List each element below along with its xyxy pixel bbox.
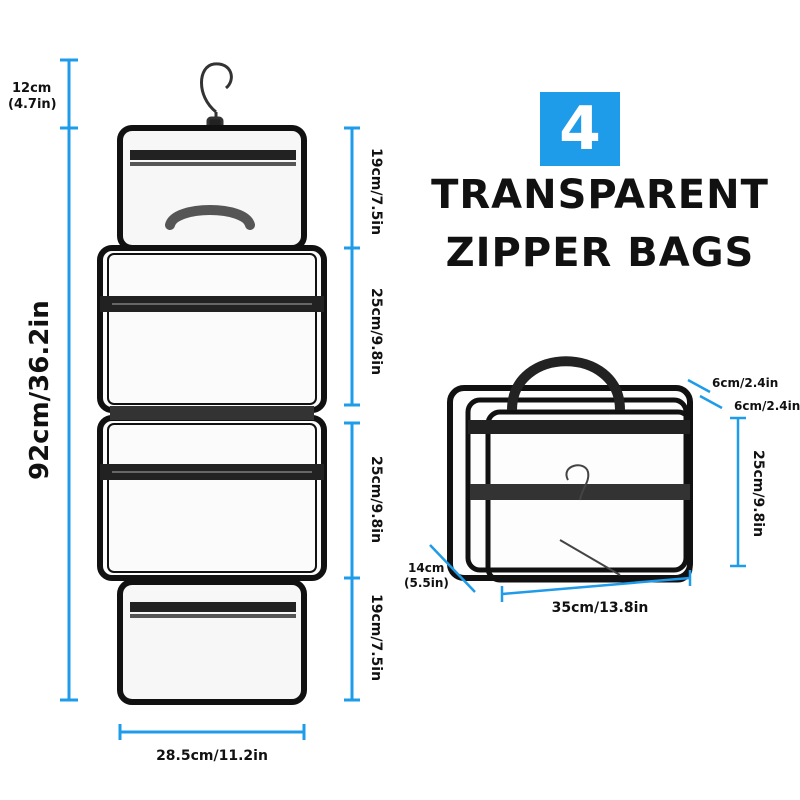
stacked-gap-2-label: 6cm/2.4in (734, 399, 800, 413)
stacked-width-label: 35cm/13.8in (552, 600, 649, 616)
headline-line-2: ZIPPER BAGS (445, 230, 755, 276)
width-label: 28.5cm/11.2in (156, 748, 268, 764)
pouch-divider (110, 406, 314, 420)
hook-height-inch-label: (4.7in) (8, 97, 57, 112)
count-badge: 4 (540, 92, 620, 166)
headline-line-1: TRANSPARENT (431, 172, 769, 218)
pouch-4-height-label: 19cm/7.5in (368, 594, 384, 681)
pouch-1-height-label: 19cm/7.5in (368, 148, 384, 235)
stacked-dimension-lines (429, 378, 746, 602)
pouch-2 (97, 245, 327, 413)
stacked-depth-label: 14cm (408, 561, 444, 575)
hook-height-label: 12cm (12, 81, 51, 96)
pouch-3-height-label: 25cm/9.8in (368, 456, 384, 543)
stacked-bags (447, 356, 693, 583)
stacked-height-label: 25cm/9.8in (750, 450, 766, 537)
pouch-dimension-lines (344, 126, 360, 702)
pouch-1 (117, 125, 307, 251)
pouch-4 (117, 579, 307, 705)
pouch-2-height-label: 25cm/9.8in (368, 288, 384, 375)
stacked-depth-inch-label: (5.5in) (404, 576, 449, 590)
width-dimension (118, 724, 306, 740)
pouch-3 (97, 415, 327, 581)
total-length-dimension (60, 58, 78, 702)
stacked-gap-1-label: 6cm/2.4in (712, 376, 778, 390)
hanging-hook (200, 62, 233, 130)
total-length-label: 92cm/36.2in (25, 300, 55, 480)
